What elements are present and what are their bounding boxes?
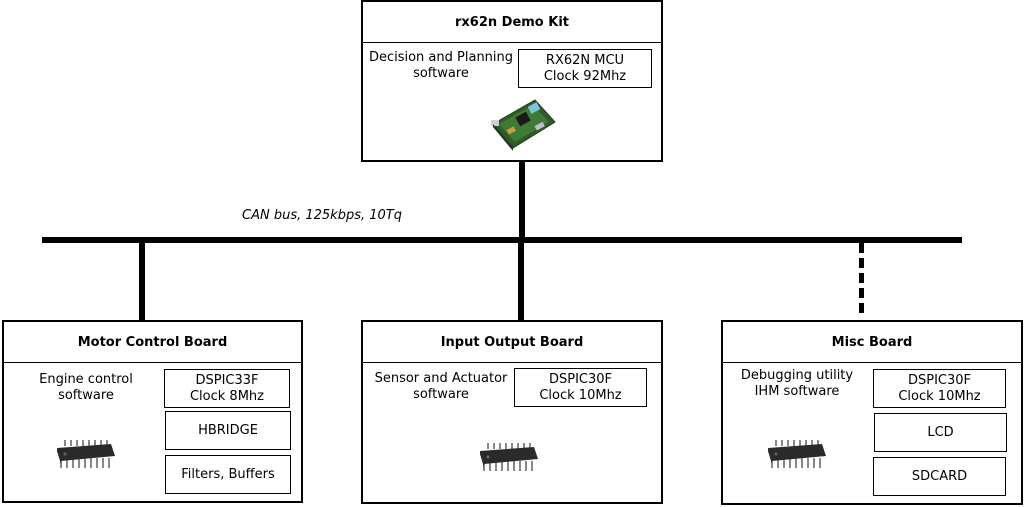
board-title: Misc Board	[723, 322, 1021, 363]
lcd-box: LCD	[874, 413, 1007, 452]
board-title: Input Output Board	[363, 322, 661, 363]
hbridge-box: HBRIDGE	[165, 411, 291, 450]
board-title: Motor Control Board	[4, 322, 301, 363]
dip-chip-icon	[57, 440, 115, 468]
connector-misc-board-dashed	[859, 243, 864, 313]
input-output-board: Input Output Board Sensor and Actuator s…	[361, 320, 663, 504]
mcu-box: DSPIC30F Clock 10Mhz	[873, 369, 1006, 408]
sdcard-box: SDCARD	[873, 457, 1006, 496]
filters-buffers-box: Filters, Buffers	[165, 455, 291, 494]
board-description: Decision and Planning software	[368, 50, 514, 81]
mcu-box: DSPIC33F Clock 8Mhz	[164, 369, 290, 408]
dip-chip-icon	[480, 443, 538, 471]
connector-demo-kit	[519, 160, 525, 240]
mcu-box: RX62N MCU Clock 92Mhz	[518, 49, 652, 88]
board-title: rx62n Demo Kit	[363, 2, 661, 43]
connector-motor-board	[139, 240, 145, 322]
can-bus-label: CAN bus, 125kbps, 10Tq	[242, 208, 402, 223]
board-description: Sensor and Actuator software	[374, 371, 508, 402]
dip-chip-icon	[768, 440, 826, 468]
connector-io-board	[518, 240, 524, 322]
board-description: Engine control software	[39, 372, 133, 403]
motor-control-board: Motor Control Board Engine control softw…	[2, 320, 303, 503]
board-description: Debugging utility IHM software	[740, 368, 854, 399]
misc-board: Misc Board Debugging utility IHM softwar…	[721, 320, 1023, 505]
mcu-box: DSPIC30F Clock 10Mhz	[514, 368, 647, 407]
demo-kit-board: rx62n Demo Kit Decision and Planning sof…	[361, 0, 663, 162]
can-bus-line	[42, 237, 962, 243]
dev-board-icon	[491, 99, 556, 151]
